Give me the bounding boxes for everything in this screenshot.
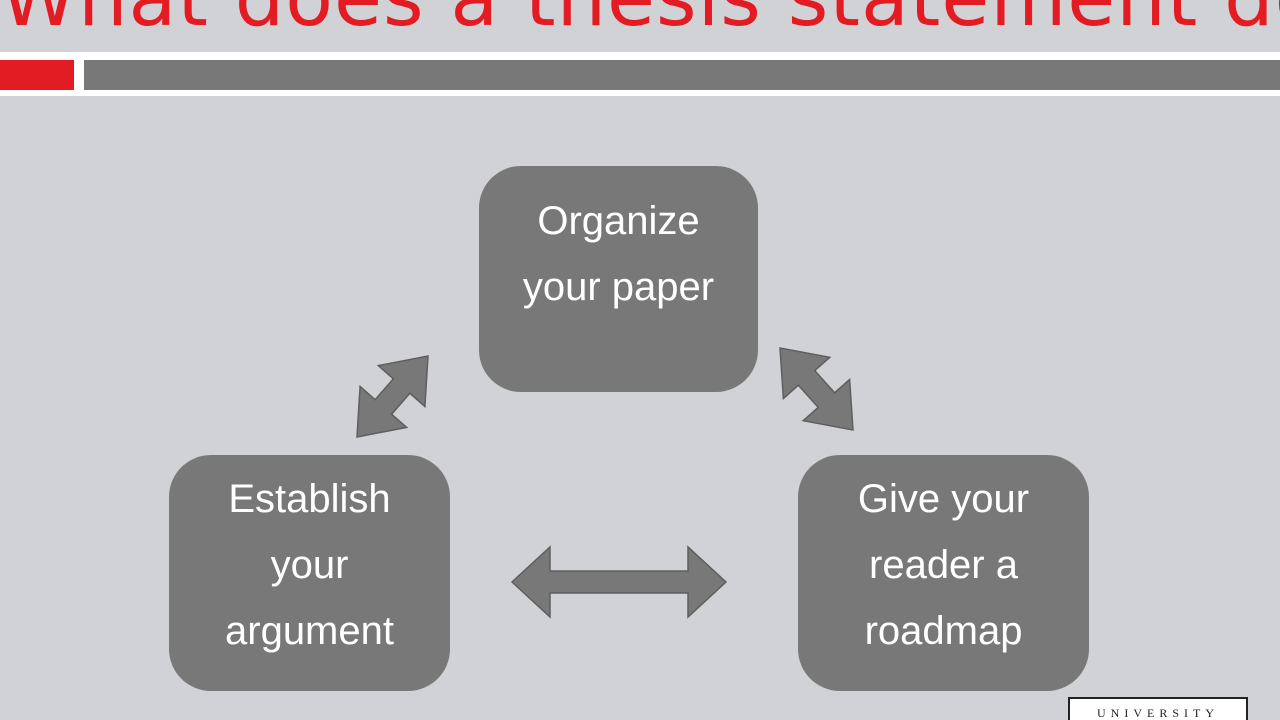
double-arrow-left-top [356,355,429,438]
accent-block [0,60,74,90]
double-arrow-left-right [510,545,728,619]
box-organize-paper: Organize your paper [479,166,758,392]
box-label: Establish your argument [225,477,394,653]
box-label: Give your reader a roadmap [857,477,1030,653]
double-arrow-top-right [779,347,854,431]
header-bar [84,60,1280,90]
university-logo: UNIVERSITY [1068,697,1248,720]
box-give-roadmap: Give your reader a roadmap [798,455,1089,691]
slide-title: What does a thesis statement do? [0,0,1280,44]
box-establish-argument: Establish your argument [169,455,450,691]
box-label: Organize your paper [522,199,715,309]
